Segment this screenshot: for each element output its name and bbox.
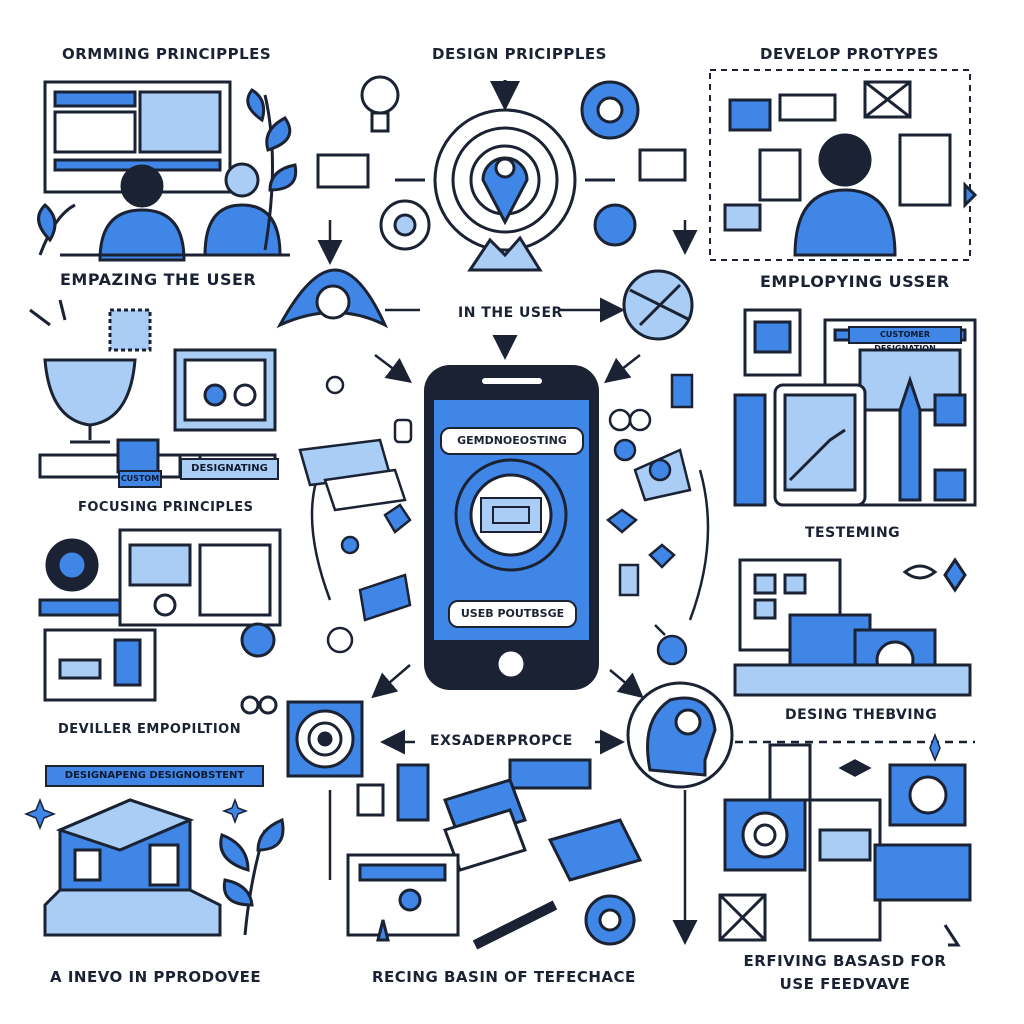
decorative-sparkles [23, 732, 941, 831]
label-bottom-right-line1: ERFIVING BASASD FOR [743, 952, 947, 970]
building-illustration [43, 798, 285, 937]
phone-right-items [605, 373, 694, 666]
design-principles-illustration [276, 75, 694, 341]
label-in-the-user: IN THE USER [458, 305, 563, 321]
phone-left-items [298, 375, 413, 654]
cup-caption-tag: CUSTOM [118, 470, 162, 488]
focusing-principles-illustration [38, 528, 282, 715]
label-bottom-center: RECING BASIN OF TEFECHACE [372, 968, 636, 986]
card-header-tag: CUSTOMER DESIGNATION [848, 326, 962, 353]
label-focusing-principles: FOCUSING PRINCIPLES [78, 500, 254, 515]
feedback-illustration [718, 743, 972, 947]
testing-illustration [733, 557, 972, 697]
label-bottom-left: A INEVO IN PPRODOVEE [50, 968, 262, 986]
monitor-caption-tag: DESIGNATING [180, 458, 279, 480]
label-experience: EXSADERPROPCE [430, 733, 573, 749]
phone-top-button[interactable]: GEMDNOEOSTING [440, 427, 584, 455]
label-top-left: ORMMING PRINCIPPLES [62, 45, 272, 63]
tech-base-illustration [346, 758, 643, 950]
label-testing: TESTEMING [805, 525, 901, 541]
develop-prototypes-illustration [709, 69, 978, 261]
label-develop-empathy: DEVILLER EMPOPILTION [58, 722, 242, 737]
empathize-user-illustration [37, 80, 298, 262]
label-bottom-right-line2: USE FEEDVAVE [779, 975, 911, 993]
phone-bottom-button[interactable]: USEB POUTBSGE [448, 600, 577, 628]
employing-user-illustration [733, 308, 977, 507]
cup-and-monitor-illustration [29, 299, 277, 479]
label-design-thinking: DESING THEBVING [785, 707, 938, 723]
phone-illustration [424, 365, 599, 690]
label-top-center: DESIGN PRICIPPLES [432, 45, 607, 63]
label-empathize-user: EMPAZING THE USER [60, 270, 257, 289]
label-top-right: DEVELOP PROTYPES [760, 45, 939, 63]
head-profile-illustration [626, 681, 734, 789]
label-employing-user: EMPLOPYING USSER [760, 272, 950, 291]
focus-lens-illustration [286, 700, 364, 778]
banner-tag: DESIGNAPENG DESIGNOBSTENT [45, 765, 264, 787]
